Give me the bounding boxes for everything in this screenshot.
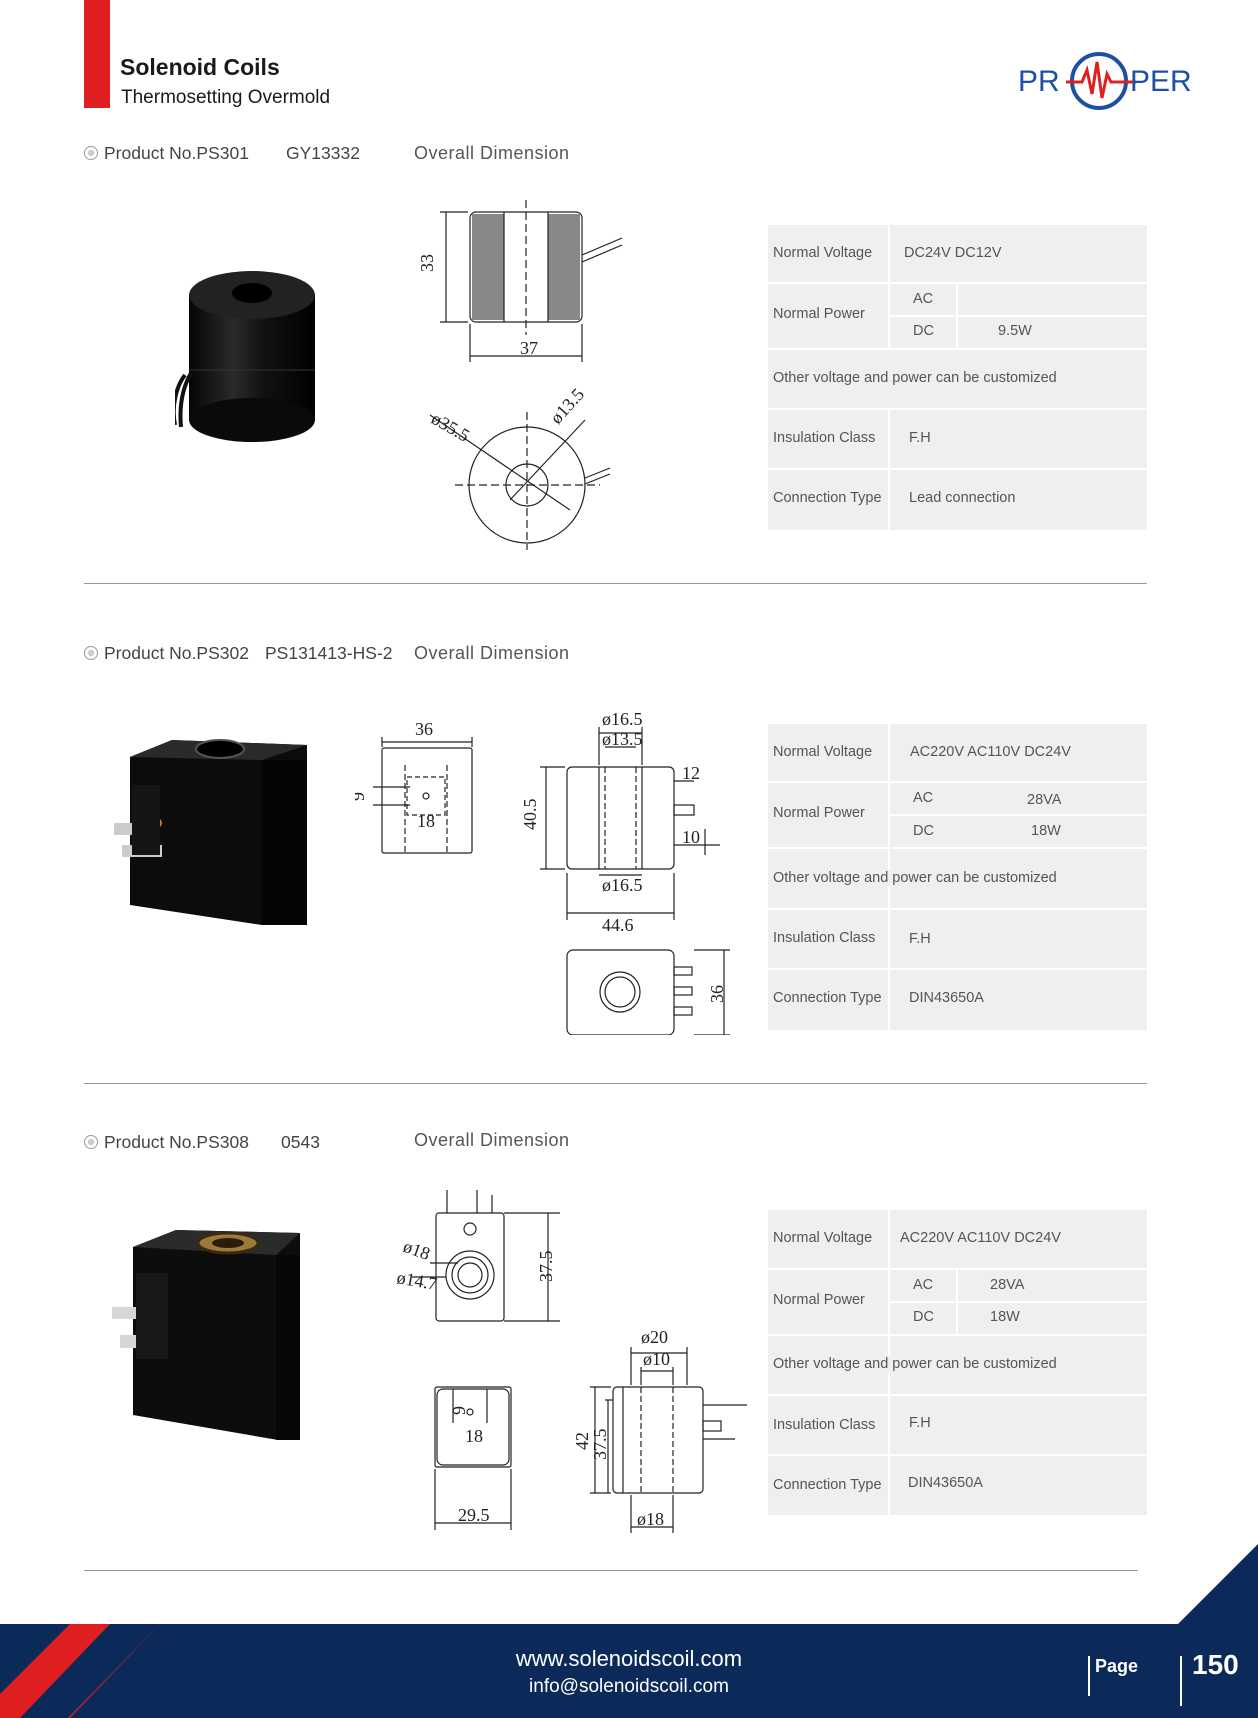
product-1-dimension-title: Overall Dimension [414,143,570,163]
product-1-photo [175,271,315,442]
spec-row-insulation: Insulation Class F.H [768,910,1147,970]
svg-text:9: 9 [355,792,368,801]
svg-text:ø20: ø20 [641,1327,668,1347]
svg-text:33: 33 [417,254,437,272]
product-3-top-drawing: ø18 ø14.7 37.5 [395,1190,560,1322]
product-3-number: Product No.PS308 [84,1132,249,1153]
section-divider [84,1083,1147,1084]
svg-text:ø13.5: ø13.5 [546,384,588,427]
bullet-icon [84,646,98,660]
spec-row-voltage: Normal Voltage DC24V DC12V [768,225,1147,284]
header-accent-bar [84,0,110,108]
svg-text:10: 10 [682,827,700,847]
product-1-dimension-drawing: 33 37 ø35.5 ø13.5 [417,200,623,550]
svg-text:40.5: 40.5 [520,799,540,831]
bullet-icon [84,146,98,160]
product-2-spec-table: Normal Voltage AC220V AC110V DC24V Norma… [768,724,1147,1030]
spec-row-connection: Connection Type Lead connection [773,490,1016,506]
footer-website[interactable]: www.solenoidscoil.com [515,1646,743,1671]
svg-text:12: 12 [682,763,700,783]
page-title: Solenoid Coils [120,54,280,80]
footer-band [0,1544,1258,1718]
page-subtitle: Thermosetting Overmold [121,87,331,108]
section-divider [84,583,1147,584]
footer-email[interactable]: info@solenoidscoil.com [529,1676,729,1697]
product-3-side-drawing: ø20 ø10 42 37.5 ø18 [572,1327,747,1533]
product-2-code: PS131413-HS-2 [265,643,393,663]
product-3-photo [112,1230,300,1440]
svg-text:37.5: 37.5 [536,1251,556,1283]
spec-row-voltage: Normal Voltage AC220V AC110V DC24V [768,724,1147,783]
svg-text:9: 9 [449,1406,469,1415]
product-1-spec-table: Normal Voltage DC24V DC12V Normal Power … [768,225,1147,530]
spec-row-connection: Connection Type DIN43650A [773,1475,983,1493]
svg-text:18: 18 [417,811,435,831]
product-3-front-drawing: 9 18 29.5 [434,1386,512,1530]
product-3-dimension-title: Overall Dimension [414,1130,570,1150]
svg-text:37.5: 37.5 [590,1429,610,1461]
spec-row-power: Normal Power AC 28VA DC 18W [768,783,1147,849]
product-2-side-drawing: ø16.5 ø13.5 40.5 12 10 ø16.5 44.6 36 [520,709,730,1035]
svg-text:36: 36 [415,719,433,739]
section-divider [84,1570,1138,1571]
svg-text:ø13.5: ø13.5 [602,729,643,749]
footer-separator [1088,1656,1090,1696]
svg-text:ø35.5: ø35.5 [428,408,473,446]
svg-text:44.6: 44.6 [602,915,634,935]
spec-row-insulation: Insulation Class F.H [768,410,1147,470]
spec-row-power: Normal Power AC DC 9.5W [768,284,1147,350]
footer-separator [1180,1656,1182,1706]
proper-logo: PR PER [1018,52,1192,110]
svg-text:ø18: ø18 [637,1509,664,1529]
spec-row-connection: Connection Type DIN43650A [773,990,984,1006]
footer-page-number: 150 [1192,1649,1239,1680]
svg-text:ø18: ø18 [401,1236,433,1264]
footer-page-label: Page [1095,1656,1139,1676]
product-1-number: Product No.PS301 [84,143,249,164]
product-3-code: 0543 [281,1132,320,1152]
product-3-spec-table: Normal Voltage AC220V AC110V DC24V Norma… [768,1210,1147,1515]
spec-row-note: Other voltage and power can be customize… [768,350,1147,410]
product-2-number: Product No.PS302 [84,643,249,664]
svg-text:36: 36 [707,985,727,1003]
svg-text:ø16.5: ø16.5 [602,709,643,729]
svg-text:42: 42 [572,1432,592,1450]
svg-text:29.5: 29.5 [458,1505,490,1525]
spec-row-note: Other voltage and power can be customize… [768,849,1147,910]
product-2-dimension-title: Overall Dimension [414,643,570,663]
product-2-photo [114,739,307,925]
svg-text:ø10: ø10 [643,1349,670,1369]
bullet-icon [84,1135,98,1149]
svg-text:37: 37 [520,338,538,358]
product-2-top-drawing: 36 9 18 [355,719,473,854]
spec-row-note: Other voltage and power can be customize… [768,1336,1147,1396]
spec-row-voltage: Normal Voltage AC220V AC110V DC24V [768,1210,1147,1270]
svg-text:ø14.7: ø14.7 [395,1267,438,1294]
product-1-code: GY13332 [286,143,360,163]
svg-text:18: 18 [465,1426,483,1446]
spec-row-power: Normal Power AC 28VA DC 18W [768,1270,1147,1336]
logo-text-left: PR [1018,65,1060,98]
spec-row-insulation: Insulation Class F.H [768,1396,1147,1456]
svg-text:ø16.5: ø16.5 [602,875,643,895]
logo-text-right: PER [1130,65,1192,98]
